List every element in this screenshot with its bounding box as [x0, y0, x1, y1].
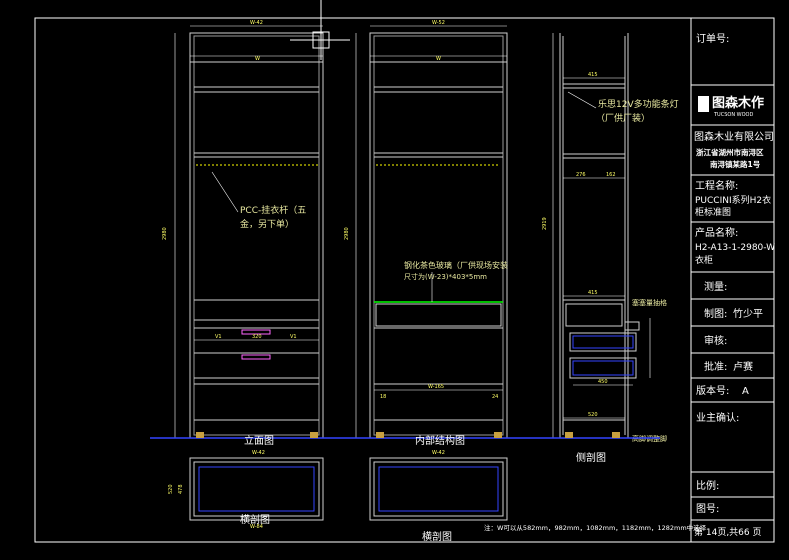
dim-side-162: 162 [606, 172, 616, 178]
drawn-value: 竹少平 [733, 307, 763, 320]
logo-cn: 图森木作 [712, 95, 764, 111]
feet [196, 432, 620, 438]
side-drawer-1 [565, 303, 623, 327]
caption-plan-right: 横剖图 [422, 530, 452, 543]
dim-side-520: 520 [588, 412, 598, 418]
dim-plan-depth: 520 [168, 484, 174, 494]
dim-18: 18 [380, 394, 386, 400]
dim-side-450: 450 [598, 379, 608, 385]
caption-side: 侧剖图 [576, 451, 606, 464]
note-rod-line2: 金，另下单） [240, 218, 294, 230]
dim-plan-bottom: W-84 [250, 524, 263, 530]
dim-plan-depth2: 478 [178, 484, 184, 494]
scale-label: 比例: [696, 479, 719, 492]
handle-mark-2 [241, 354, 271, 360]
project-line1: PUCCINI系列H2衣 [695, 194, 771, 206]
address-line2: 南浔镇某路1号 [710, 159, 761, 169]
logo-en: TUCSON WOOD [713, 112, 753, 118]
product-line2: 衣柜 [695, 254, 713, 266]
drawn-label: 制图: [704, 307, 727, 320]
handle-mark-1 [241, 329, 271, 335]
dim-height-right: 2980 [344, 227, 350, 240]
dim-plan-top-left: W-42 [252, 450, 265, 456]
drawing-frame [34, 17, 775, 543]
dim-w-left: W [255, 56, 260, 62]
plan-right [369, 457, 508, 521]
order-no-label: 订单号: [696, 33, 729, 45]
dim-side-top: 415 [588, 72, 598, 78]
dim-v-mid: 320 [252, 334, 262, 340]
caption-plan-left: 横剖图 [240, 513, 270, 526]
dim-height-left: 2980 [162, 227, 168, 240]
dim-top-right: W-52 [432, 20, 445, 26]
dim-plan-top-right: W-42 [432, 450, 445, 456]
note-bottom: 注：W可以从582mm，982mm，1082mm，1182mm，1282mm中选… [484, 523, 707, 532]
project-label: 工程名称: [695, 179, 738, 192]
measure-label: 测量: [704, 280, 727, 293]
glass-tray [375, 303, 502, 327]
logo-mark [698, 96, 709, 112]
side-pull [624, 321, 640, 331]
dim-side-415b: 415 [588, 290, 598, 296]
side-drawer-3 [569, 357, 637, 379]
side-view [559, 33, 629, 438]
note-light-line1: 乐思12V多功能条灯 [598, 98, 679, 110]
product-line1: H2-A13-1-2980-W [695, 243, 775, 253]
dim-v1-left: V1 [215, 334, 222, 340]
drawing-no-label: 图号: [696, 503, 719, 515]
caption-elevation: 立面图 [244, 434, 274, 447]
side-drawer-2 [569, 332, 637, 352]
owner-label: 业主确认: [696, 411, 739, 424]
page-info: 第 14页,共66 页 [694, 526, 762, 538]
version-label: 版本号: [696, 384, 729, 397]
dim-v1-right: V1 [290, 334, 297, 340]
address-line1: 浙江省湖州市南浔区 [696, 147, 764, 157]
internal-view [369, 32, 508, 439]
note-rod-line1: PCC-挂衣杆（五 [240, 204, 306, 216]
approve-label: 批准: [704, 360, 727, 373]
note-drawer: 塞塞量抽格 [632, 298, 667, 307]
side-drawer-2-inner [572, 335, 634, 349]
dim-side-276: 276 [576, 172, 586, 178]
dim-w-right: W [436, 56, 441, 62]
caption-internal: 内部结构图 [415, 434, 465, 447]
side-dims [552, 33, 651, 438]
dim-24: 24 [492, 394, 498, 400]
dim-w165: W-165 [428, 384, 444, 390]
approve-value: 卢赛 [733, 360, 753, 373]
elevation-dims [174, 25, 323, 438]
note-glass-line2: 尺寸为(W-23)*403*5mm [404, 272, 487, 281]
elevation-view [189, 32, 324, 439]
project-line2: 柜标准图 [695, 206, 731, 218]
company-name: 图森木业有限公司 [694, 130, 774, 143]
note-light-line2: （厂供厂装） [596, 112, 650, 124]
internal-dims [355, 25, 507, 438]
product-label: 产品名称: [695, 226, 738, 239]
dim-side-height: 2919 [542, 217, 548, 230]
side-drawer-3-inner [572, 360, 634, 376]
review-label: 审核: [704, 334, 727, 347]
version-value: A [742, 386, 749, 397]
dim-top-left: W-42 [250, 20, 263, 26]
plan-left [189, 457, 324, 521]
note-glass-line1: 钢化茶色玻璃（厂供现场安装 [404, 260, 508, 270]
